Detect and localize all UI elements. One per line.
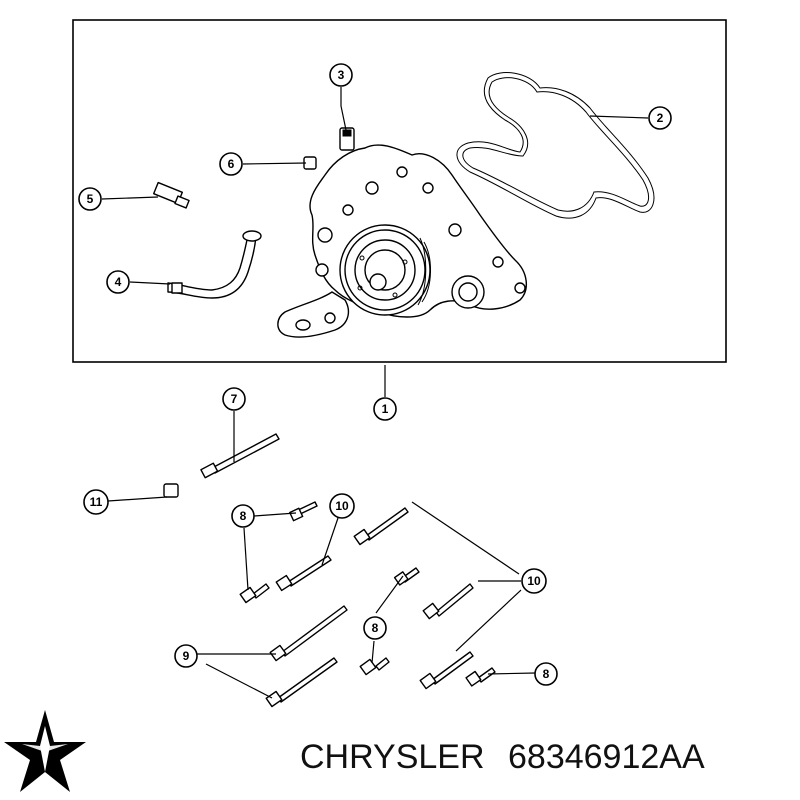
callout-10-right: 10 xyxy=(521,568,547,594)
callout-label: 10 xyxy=(527,574,541,588)
callout-label: 7 xyxy=(231,392,238,406)
bolt-set xyxy=(239,501,496,708)
callout-3: 3 xyxy=(329,63,353,87)
callout-4: 4 xyxy=(106,270,130,294)
callout-label: 9 xyxy=(183,649,190,663)
nut xyxy=(163,483,179,498)
pentastar-icon xyxy=(4,710,86,792)
callout-5: 5 xyxy=(78,187,102,211)
callout-label: 2 xyxy=(657,111,664,125)
bypass-hose xyxy=(167,230,262,299)
callout-9: 9 xyxy=(174,644,198,668)
gasket xyxy=(456,72,655,219)
callout-7: 7 xyxy=(222,387,246,411)
part-caption: CHRYSLER 68346912AA xyxy=(300,738,800,788)
leader-lines xyxy=(101,87,649,699)
callout-label: 11 xyxy=(90,495,103,509)
assembly-frame xyxy=(72,19,727,363)
callout-8-lower: 8 xyxy=(534,662,558,686)
callout-10-upper: 10 xyxy=(329,493,355,519)
callout-1: 1 xyxy=(373,397,397,421)
callout-label: 8 xyxy=(240,509,247,523)
callout-2: 2 xyxy=(648,106,672,130)
callout-label: 1 xyxy=(382,402,389,416)
callout-label: 5 xyxy=(87,192,94,206)
callout-6: 6 xyxy=(219,152,243,176)
callout-8-middle: 8 xyxy=(363,616,387,640)
callout-label: 3 xyxy=(338,68,345,82)
part-number: 68346912AA xyxy=(508,738,705,776)
hose-fitting xyxy=(152,181,190,209)
callout-11: 11 xyxy=(83,489,109,515)
callout-label: 8 xyxy=(372,621,379,635)
callout-label: 4 xyxy=(115,275,122,289)
callout-label: 8 xyxy=(543,667,550,681)
water-pump-housing xyxy=(277,127,527,338)
brand-name: CHRYSLER xyxy=(300,738,485,776)
callout-label: 6 xyxy=(228,157,235,171)
callout-label: 10 xyxy=(335,499,349,513)
callout-8-upper: 8 xyxy=(231,504,255,528)
stud xyxy=(200,433,280,479)
